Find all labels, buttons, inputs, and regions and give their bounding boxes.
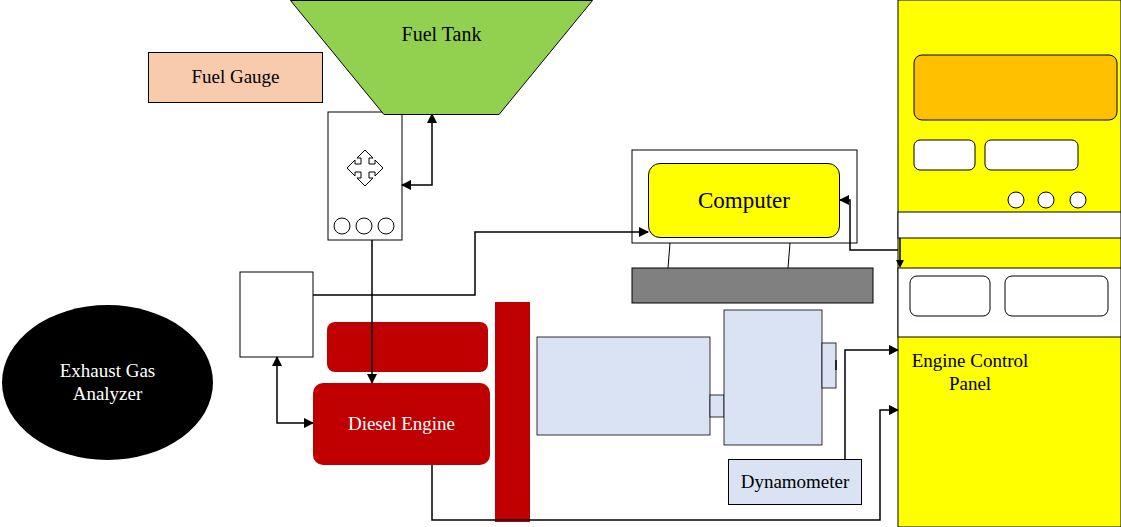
node-label: Fuel Gauge	[191, 66, 279, 89]
panel-button	[1005, 276, 1108, 316]
engine-box: Diesel Engine	[313, 383, 490, 465]
connector	[277, 357, 313, 423]
dynamometer-terminal	[822, 343, 836, 388]
drive-shaft	[537, 337, 710, 435]
monitor-leg	[668, 243, 670, 268]
connector	[371, 240, 373, 383]
monitor-leg	[788, 243, 790, 268]
fuel-tank: Fuel Tank	[290, 0, 593, 115]
panel-button	[910, 276, 990, 316]
connector	[313, 232, 648, 295]
tank-shape	[291, 1, 593, 115]
fuel-gauge-box: Fuel Gauge	[148, 52, 323, 103]
panel-button	[914, 140, 975, 170]
control-panel: Engine Control Panel	[898, 0, 1121, 527]
panel-knob	[1038, 192, 1054, 208]
dynamometer-body	[724, 310, 822, 445]
node-label: Dynamometer	[741, 471, 850, 494]
trapezoid-outline	[290, 0, 593, 115]
analyzer-ellipse: Exhaust Gas Analyzer	[2, 305, 213, 460]
keyboard-base	[632, 268, 873, 303]
connector	[432, 410, 898, 520]
node-label: Diesel Engine	[348, 413, 455, 436]
shaft-coupling	[710, 395, 724, 417]
node-label: Computer	[698, 187, 790, 215]
valve-dial	[334, 218, 350, 234]
node-label: Engine Control Panel	[900, 350, 1040, 396]
panel-band	[898, 268, 1121, 337]
panel-body	[898, 0, 1121, 527]
signal-wire	[835, 360, 837, 370]
panel-display	[914, 55, 1117, 120]
move-icon	[347, 150, 383, 186]
dynamometer-label-box: Dynamometer	[728, 459, 862, 505]
connector	[845, 350, 898, 459]
panel-band	[898, 212, 1121, 238]
signal-wire	[899, 238, 901, 262]
valve-dial	[356, 218, 372, 234]
analyzer-probe-box	[240, 272, 313, 357]
node-label: Fuel Tank	[402, 22, 482, 46]
engine-head	[327, 322, 488, 372]
monitor-frame	[632, 150, 857, 243]
panel-knob	[1008, 192, 1024, 208]
node-label: Exhaust Gas Analyzer	[43, 360, 173, 406]
arrow-head	[896, 260, 904, 268]
flywheel	[495, 302, 530, 522]
panel-button	[985, 140, 1078, 170]
panel-knob	[1070, 192, 1086, 208]
connector	[840, 200, 898, 250]
connector	[402, 114, 432, 185]
valve-dial	[378, 218, 394, 234]
computer-screen: Computer	[648, 163, 840, 238]
valve-block	[328, 112, 402, 240]
